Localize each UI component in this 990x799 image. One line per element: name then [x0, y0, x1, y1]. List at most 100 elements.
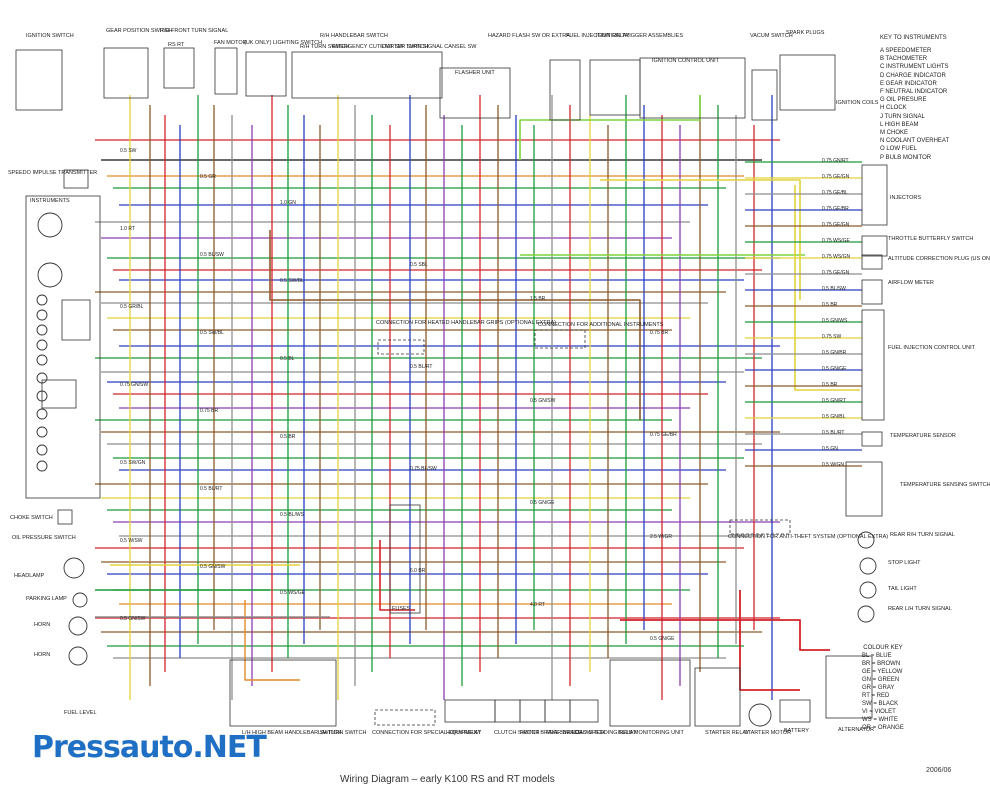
rear-rh-label: REAR R/H TURN SIGNAL	[890, 532, 955, 538]
ignition-trigger-label: IGNITION TRIGGER ASSEMBLIES	[596, 33, 684, 39]
fuses-box	[389, 504, 421, 614]
load-shedding-label: LOAD SHEDDING RELAY	[572, 730, 637, 736]
lighting-switch-box	[245, 51, 287, 97]
temperature-sensor-box	[861, 431, 883, 447]
key-item: L HIGH BEAM	[880, 121, 919, 128]
wire	[269, 230, 641, 420]
ignition-control-label: IGNITION CONTROL UNIT	[652, 58, 720, 64]
colour-key-heading: COLOUR KEY	[863, 645, 903, 651]
wire-label: 0.5 GR/BL	[120, 304, 144, 310]
watermark-logo: Pressauto.NET	[32, 730, 267, 765]
wire-label: 0.5 W/GN	[822, 462, 844, 468]
colour-key-item: WS = WHITE	[862, 717, 898, 723]
clutch-switch-label: CLUTCH SWITCH	[494, 730, 540, 736]
stop-light-symbol	[859, 557, 877, 575]
temp-switch-label: TEMPERATURE SENSING SWITCH UNIT	[900, 482, 990, 488]
wire-label: 1.0 GN	[280, 200, 296, 206]
wire-label: 0.5 BL	[280, 356, 295, 362]
wire	[739, 590, 800, 691]
speedo-transmitter-label: SPEEDO IMPULSE TRANSMITTER	[8, 170, 98, 176]
flasher-unit-label: FLASHER UNIT	[455, 70, 495, 76]
indicator-lamp	[36, 294, 48, 306]
indicator-lamp	[36, 444, 48, 456]
diagram-date: 2006/06	[926, 767, 952, 774]
rear-lh-signal-symbol	[857, 605, 875, 623]
key-item: N COOLANT OVERHEAT	[880, 138, 950, 145]
wire-label: 0.5 BR	[822, 302, 838, 308]
wire-label: 0.75 BR	[650, 330, 669, 336]
fuel-level-label: FUEL LEVEL	[64, 710, 97, 716]
colour-key-item: OR = ORANGE	[862, 725, 904, 731]
key-item: O LOW FUEL	[880, 146, 918, 153]
wire	[620, 619, 830, 651]
horn-label: HORN	[34, 652, 51, 658]
wire-label: 0.5 GN	[822, 446, 838, 452]
wire-label: 0.75 BL/SW	[410, 466, 437, 472]
hazard-flash-label: HAZARD FLASH SW OR EXTRA	[488, 33, 570, 39]
front-brake-box	[519, 699, 546, 723]
headlamp-symbol	[63, 557, 85, 579]
wire-label: 0.75 GE/GN	[822, 222, 850, 228]
key-instruments-list: A SPEEDOMETER B TACHOMETER C INSTRUMENT …	[880, 47, 949, 162]
ignition-control-unit-box	[639, 57, 746, 119]
starter-relay-label: STARTER RELAY	[705, 730, 750, 736]
additional-instruments-label: CONNECTION FOR ADDITIONAL INSTRUMENTS	[538, 322, 664, 328]
wire	[519, 95, 701, 160]
key-item: P BULB MONITOR	[880, 154, 932, 161]
wire-label: 0.5 GN/GE	[822, 366, 847, 372]
rh-turn-switch-label: R/H TURN SWITCH	[300, 44, 350, 50]
fuel-injection-relay-box	[549, 59, 581, 121]
rh-handlebar-label: R/H HANDLEBAR SWITCH	[320, 33, 388, 39]
indicator-lamp	[36, 309, 48, 321]
wire-label: 0.5 GN/RT	[822, 398, 846, 404]
stop-light-label: STOP LIGHT	[888, 560, 921, 566]
wire-label: 0.5 BR	[280, 434, 296, 440]
rs-rt-label: RS RT	[168, 42, 185, 48]
additional-instruments-box	[534, 329, 586, 349]
key-item: C INSTRUMENT LIGHTS	[880, 64, 949, 71]
wire-label: 0.5 BL/RT	[410, 364, 433, 370]
wire-label: 0.75 WS/GE	[822, 238, 850, 244]
indicator-lamp	[36, 426, 48, 438]
temperature-sensor-label: TEMPERATURE SENSOR	[890, 433, 956, 439]
indicator-lamp	[36, 324, 48, 336]
rh-front-signal-label: R/H FRONT TURN SIGNAL	[160, 28, 229, 34]
ignition-switch-label: IGNITION SWITCH	[26, 33, 74, 39]
battery-label: BATTERY	[784, 728, 809, 734]
lh-handlebar-switch-box	[229, 659, 337, 727]
instruments-label: INSTRUMENTS	[30, 198, 70, 204]
starter-relay-box	[694, 667, 741, 727]
lighting-switch-label: (UK ONLY) LIGHTING SWITCH	[244, 40, 323, 46]
indicator-lamp	[36, 339, 48, 351]
wire-label: 0.5 GN/BL	[822, 414, 846, 420]
parking-lamp-label: PARKING LAMP	[26, 596, 67, 602]
colour-key-item: GN = GREEN	[862, 677, 900, 683]
altitude-label: ALTITUDE CORRECTION PLUG (US ONLY)	[888, 256, 990, 262]
wire-label: 0.5 GN/WS	[822, 318, 848, 324]
airflow-label: AIRFLOW METER	[888, 280, 934, 286]
wire-label: 0.75 GE/BL	[822, 190, 848, 196]
components-layer	[15, 47, 888, 727]
rear-lh-label: REAR L/H TURN SIGNAL	[888, 606, 952, 612]
wire-label: 0.5 BL/RT	[200, 486, 223, 492]
injectors-label: INJECTORS	[890, 195, 922, 201]
wire-label: 0.75 GN/SW	[120, 382, 149, 388]
temp-switch-unit-box	[845, 461, 883, 517]
special-equipment-label: CONNECTION FOR SPECIAL EQUIPMENT	[372, 730, 481, 736]
ignition-coils-label: IGNITION COILS	[836, 100, 879, 106]
throttle-label: THROTTLE BUTTERFLY SWITCH	[888, 236, 974, 242]
bulb-monitoring-box	[609, 659, 691, 727]
wire-label: 0.75 GE/BR	[650, 432, 677, 438]
horn-symbol	[68, 616, 88, 636]
wire	[794, 185, 860, 391]
rear-rh-signal-symbol	[857, 531, 875, 549]
wire-label: 0.5 BL/RT	[822, 430, 845, 436]
wire-label: 0.5 BL/WS	[280, 512, 304, 518]
wire-label: 4.0 RT	[530, 602, 545, 608]
altitude-box	[861, 254, 883, 270]
wire-label: 0.5 GN/SW	[120, 616, 146, 622]
colour-key-item: BL = BLUE	[862, 653, 892, 659]
key-item: G OIL PRESURE	[880, 97, 927, 104]
horn-relay-label: HORN RELAY	[446, 730, 482, 736]
clock-box	[41, 379, 77, 409]
